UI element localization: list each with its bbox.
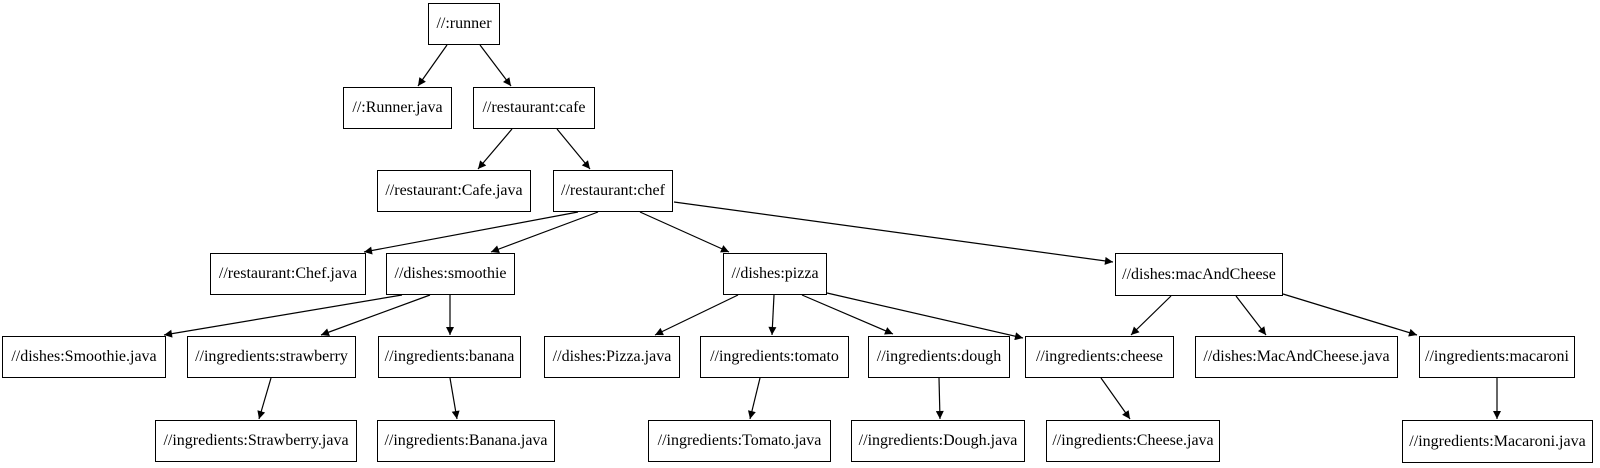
- node-chef: //restaurant:chef: [553, 170, 673, 212]
- node-label: //ingredients:banana: [384, 348, 515, 365]
- edge-dough-to-dough-java: [935, 377, 944, 420]
- node-label: //dishes:macAndCheese: [1122, 265, 1276, 283]
- node-tomato: //ingredients:tomato: [700, 336, 849, 378]
- edge-runner-to-runner-java: [417, 44, 448, 87]
- node-label: //ingredients:Tomato.java: [657, 432, 822, 449]
- node-tomato-java: //ingredients:Tomato.java: [648, 420, 831, 462]
- node-mac-and-cheese: //dishes:macAndCheese: [1115, 253, 1283, 296]
- edge-cheese-to-cheese-java: [1100, 377, 1131, 420]
- edge-pizza-to-pizza-java: [654, 294, 739, 336]
- node-dough-java: //ingredients:Dough.java: [851, 420, 1025, 462]
- edge-smoothie-to-strawberry: [320, 294, 431, 336]
- edge-runner-to-cafe: [479, 44, 512, 87]
- edge-chef-to-chef-java: [363, 211, 579, 255]
- node-label: //ingredients:Dough.java: [858, 432, 1018, 449]
- node-cafe-java: //restaurant:Cafe.java: [377, 170, 531, 212]
- node-label: //dishes:MacAndCheese.java: [1203, 348, 1390, 365]
- node-dough: //ingredients:dough: [868, 336, 1010, 378]
- node-label: //ingredients:Strawberry.java: [163, 432, 349, 449]
- node-label: //dishes:smoothie: [394, 265, 507, 282]
- node-macaroni: //ingredients:macaroni: [1419, 336, 1575, 378]
- node-cafe: //restaurant:cafe: [473, 87, 595, 129]
- edge-mac-and-cheese-to-macaroni: [1282, 293, 1418, 337]
- edge-pizza-to-tomato: [768, 294, 777, 336]
- node-pizza: //dishes:pizza: [723, 253, 827, 295]
- edge-pizza-to-dough: [801, 294, 894, 335]
- node-label: //restaurant:Chef.java: [218, 265, 358, 282]
- edge-mac-and-cheese-to-mac-and-cheese-java: [1235, 295, 1267, 336]
- edge-chef-to-pizza: [639, 211, 730, 253]
- node-pizza-java: //dishes:Pizza.java: [544, 336, 680, 378]
- node-banana-java: //ingredients:Banana.java: [377, 420, 555, 462]
- node-label: //ingredients:strawberry: [195, 348, 348, 365]
- node-label: //dishes:Smoothie.java: [11, 348, 157, 365]
- edge-banana-to-banana-java: [449, 377, 460, 420]
- node-runner: //:runner: [428, 3, 500, 45]
- edge-chef-to-smoothie: [490, 211, 599, 253]
- edge-chef-to-mac-and-cheese: [673, 201, 1114, 265]
- node-label: //ingredients:macaroni: [1425, 348, 1569, 365]
- node-label: //ingredients:Banana.java: [384, 432, 548, 449]
- edge-cafe-to-cafe-java: [477, 128, 513, 170]
- node-smoothie: //dishes:smoothie: [386, 253, 515, 295]
- node-label: //ingredients:dough: [876, 348, 1002, 365]
- node-label: //restaurant:chef: [561, 182, 665, 199]
- node-strawberry: //ingredients:strawberry: [187, 336, 356, 378]
- edge-cafe-to-chef: [556, 128, 591, 170]
- edge-strawberry-to-strawberry-java: [257, 377, 272, 420]
- edge-smoothie-to-smoothie-java: [163, 294, 403, 338]
- node-runner-java: //:Runner.java: [343, 87, 452, 129]
- node-label: //restaurant:cafe: [482, 99, 586, 116]
- edge-pizza-to-cheese: [826, 292, 1024, 341]
- node-mac-and-cheese-java: //dishes:MacAndCheese.java: [1195, 336, 1398, 378]
- node-banana: //ingredients:banana: [378, 336, 521, 378]
- node-label: //dishes:Pizza.java: [552, 348, 672, 365]
- edge-tomato-to-tomato-java: [748, 377, 761, 420]
- node-label: //:runner: [436, 15, 492, 32]
- node-cheese-java: //ingredients:Cheese.java: [1046, 420, 1220, 462]
- node-label: //:Runner.java: [352, 99, 443, 116]
- node-label: //dishes:pizza: [731, 265, 819, 282]
- node-macaroni-java: //ingredients:Macaroni.java: [1402, 420, 1593, 463]
- node-cheese: //ingredients:cheese: [1025, 336, 1174, 378]
- edge-mac-and-cheese-to-cheese: [1130, 295, 1172, 336]
- node-smoothie-java: //dishes:Smoothie.java: [2, 336, 166, 378]
- node-label: //ingredients:Cheese.java: [1052, 432, 1214, 449]
- node-label: //ingredients:cheese: [1035, 348, 1164, 365]
- node-label: //ingredients:tomato: [710, 348, 839, 365]
- node-label: //restaurant:Cafe.java: [385, 182, 523, 199]
- node-label: //ingredients:Macaroni.java: [1409, 432, 1586, 450]
- node-chef-java: //restaurant:Chef.java: [210, 253, 366, 295]
- node-strawberry-java: //ingredients:Strawberry.java: [155, 420, 357, 462]
